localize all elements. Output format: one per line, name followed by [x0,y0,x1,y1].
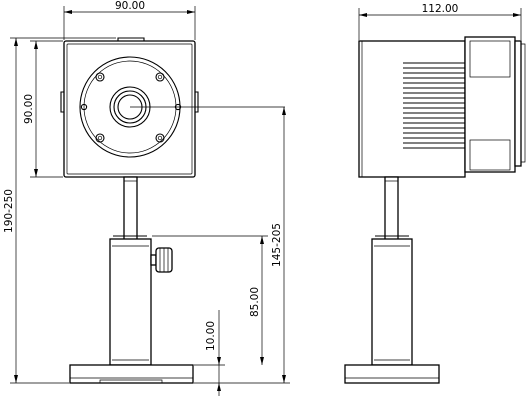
cooling-fins [403,62,465,149]
front-screws [80,72,182,143]
dim-axis-height: 145-205 [271,223,283,267]
dim-post-height: 85.00 [249,287,261,317]
front-dimensions [10,6,290,396]
side-housing [358,40,466,178]
side-post [384,176,399,243]
dim-front-width: 90.00 [115,0,145,12]
side-dimensions [358,8,522,40]
side-flange [464,36,516,173]
front-view [60,37,285,384]
dim-front-height: 90.00 [23,94,35,124]
front-post-holder [109,238,152,366]
thumbscrew [150,247,173,273]
side-view [344,36,526,384]
side-base-plate [344,364,440,384]
dim-side-depth: 112.00 [422,3,459,15]
side-post-holder [371,238,413,366]
dim-overall-height: 190-250 [3,189,15,233]
front-base-plate [69,364,194,384]
dim-base-thickness: 10.00 [205,321,217,351]
front-post [123,176,138,243]
